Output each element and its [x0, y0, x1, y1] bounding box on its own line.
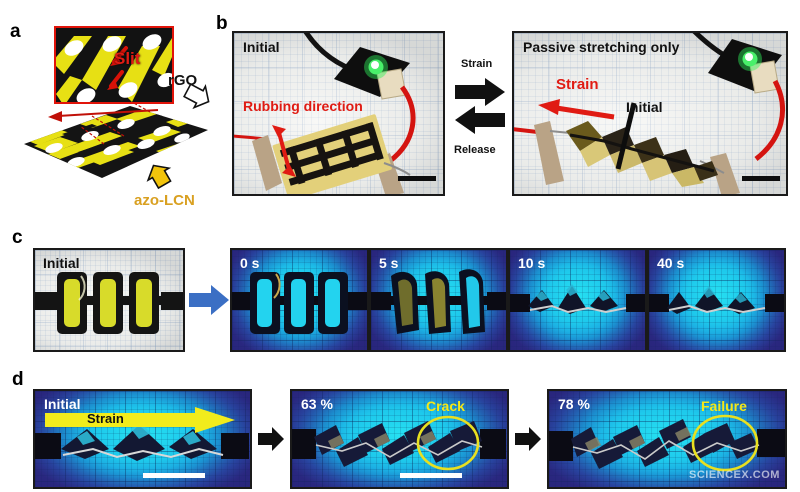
panel-c-sample-10s [510, 284, 645, 314]
panel-letter-a: a [10, 21, 21, 42]
panel-c-frame-40s: 40 s [647, 248, 786, 352]
panel-c-initial-photo: Initial [33, 248, 185, 352]
panel-b-initial-scale-bar [398, 176, 436, 181]
release-transition-label: Release [454, 144, 496, 156]
panel-c-frame-0s: 0 s [230, 248, 369, 352]
rgo-label: rGO [168, 72, 198, 89]
panel-c-time-label-1: 5 s [379, 255, 399, 271]
strain-transition-label: Strain [461, 58, 493, 70]
panel-d-state-label-0: Initial [44, 396, 81, 412]
panel-b-initial-photo: Initial Rubbing direction [232, 31, 445, 196]
panel-d-frame-78: 78 % Failure SCIENCEX.COM [547, 389, 787, 489]
slit-label: Slit [114, 49, 141, 68]
watermark: SCIENCEX.COM [689, 469, 780, 481]
strain-arrow-label: Strain [87, 411, 124, 426]
panel-d-scale-bar-1 [400, 473, 462, 478]
panel-d-sample-63 [292, 415, 506, 471]
panel-c-frame-5s: 5 s [369, 248, 508, 352]
panel-c-sample-40s [649, 286, 784, 314]
panel-c-initial-label: Initial [43, 255, 80, 271]
strain-annotation-label: Strain [556, 76, 599, 93]
panel-d-sample-initial [35, 423, 249, 461]
panel-b-stretched-scene [514, 33, 785, 194]
panel-letter-b: b [216, 13, 228, 34]
panel-c-frame-10s: 10 s [508, 248, 647, 352]
panel-c-blue-arrow [189, 285, 229, 315]
panel-b-transition: Strain Release [449, 58, 511, 158]
inset-detail-svg [56, 28, 172, 102]
panel-letter-c: c [12, 227, 23, 248]
panel-letter-d: d [12, 369, 24, 390]
panel-d-state-label-1: 63 % [301, 396, 333, 412]
panel-c-initial-sample [35, 272, 183, 334]
panel-b-initial-state-label: Initial [243, 39, 280, 55]
initial-reference-label: Initial [626, 99, 663, 115]
panel-a-zoom-inset: Slit [54, 26, 174, 104]
panel-b-initial-scene [234, 33, 416, 194]
panel-b-stretched-scale-bar [742, 176, 780, 181]
failure-annotation-label: Failure [701, 398, 747, 414]
panel-d-frame-initial: Initial Strain [33, 389, 252, 489]
panel-d-frame-63: 63 % Crack [290, 389, 509, 489]
panel-c-time-label-3: 40 s [657, 255, 685, 271]
panel-c-sample-5s [371, 269, 506, 334]
panel-b-stretched-photo: Passive stretching only Strain Initial [512, 31, 788, 196]
panel-c-time-label-2: 10 s [518, 255, 546, 271]
panel-a-schematic: Slit rGO azo-LCN [18, 18, 214, 209]
panel-d-state-label-2: 78 % [558, 396, 590, 412]
crack-annotation-label: Crack [426, 398, 465, 414]
azo-lcn-label: azo-LCN [134, 192, 195, 209]
panel-d-sample-78 [549, 414, 785, 472]
panel-d-arrow-2 [515, 427, 541, 451]
panel-d-scale-bar-0 [143, 473, 205, 478]
panel-b-stretched-state-label: Passive stretching only [523, 39, 680, 55]
panel-c-sample-0s [232, 272, 367, 334]
panel-d-arrow-1 [258, 427, 284, 451]
kirigami-sheet-svg [24, 83, 210, 190]
panel-c-time-label-0: 0 s [240, 255, 260, 271]
transition-arrows-svg [455, 78, 505, 134]
strain-arrow-yellow [45, 407, 235, 433]
rubbing-direction-label: Rubbing direction [243, 98, 363, 114]
